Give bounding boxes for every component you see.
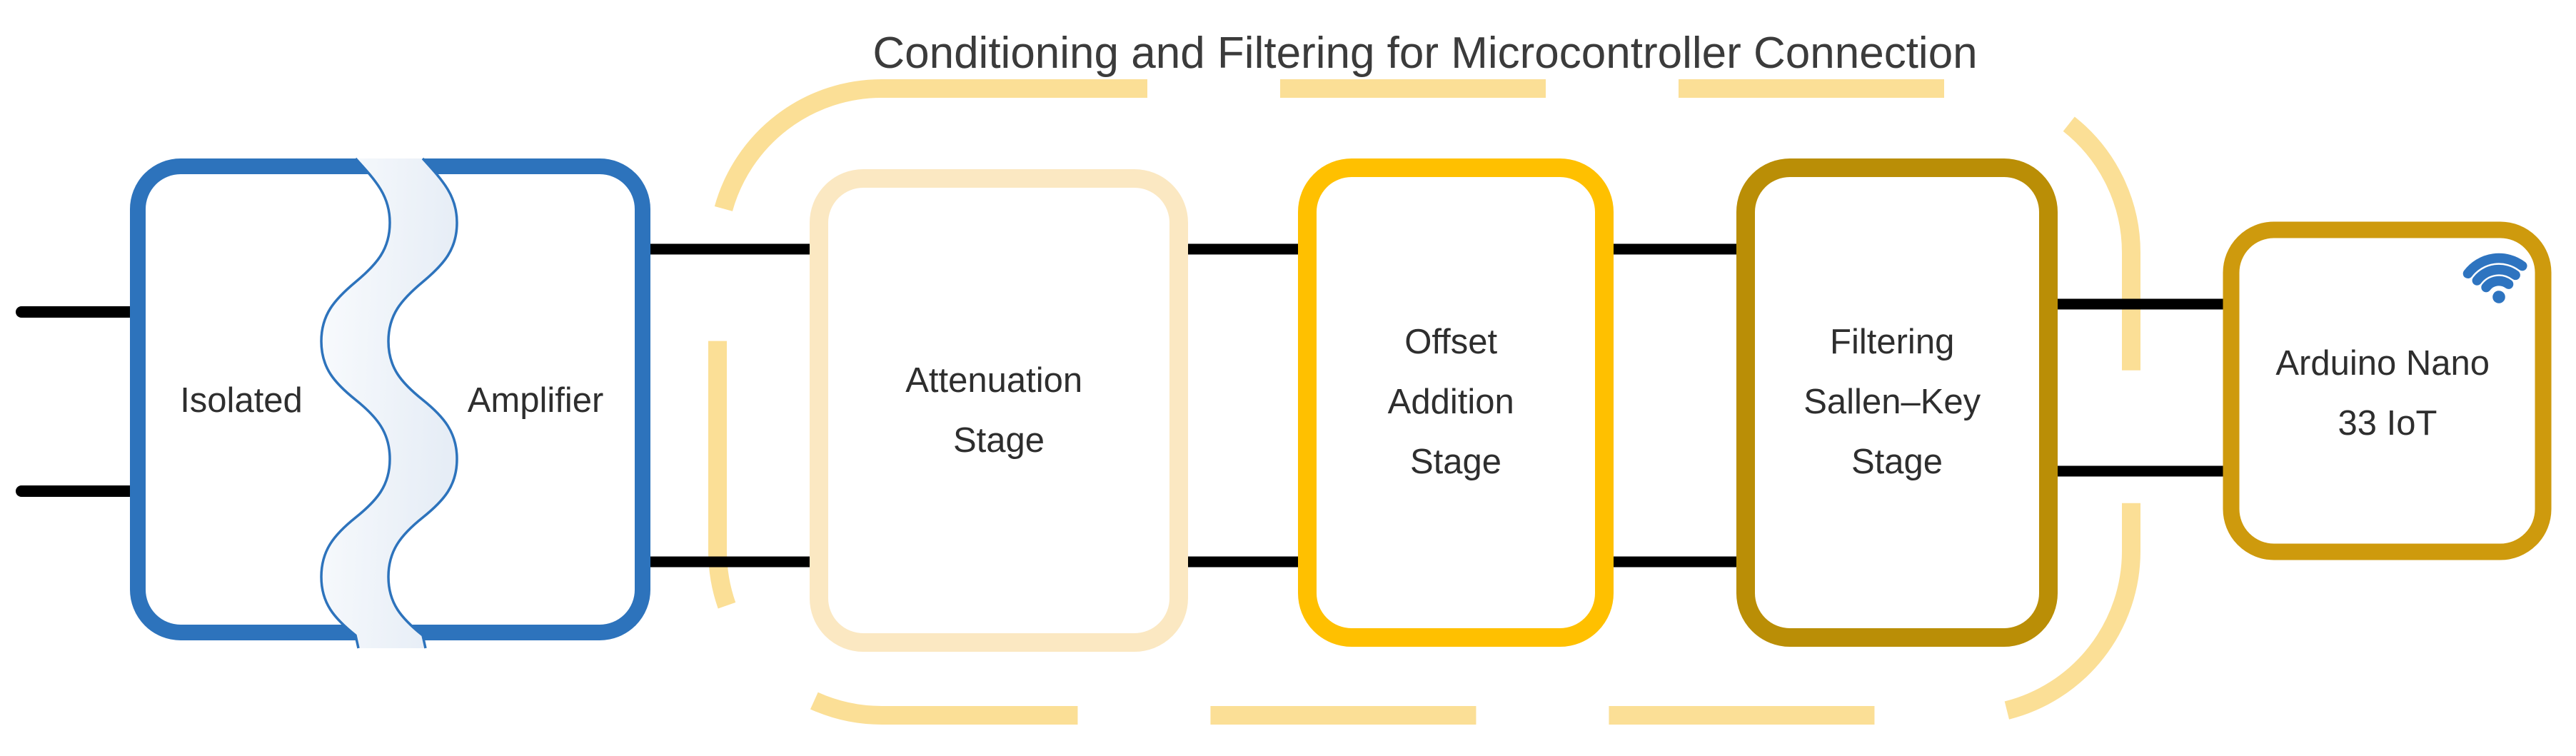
stage-box-filtering-sallen-key: [1736, 158, 2058, 647]
stage-label-line: Attenuation: [905, 361, 1082, 400]
stage-label-line: Stage: [1851, 443, 1943, 481]
stage-label-isolated: Isolated: [180, 381, 303, 420]
stage-label-arduino: Arduino Nano 33 IoT: [2275, 344, 2499, 443]
isolation-band-left-edge: [320, 157, 391, 649]
stage-label-line: Sallen–Key: [1803, 383, 1981, 421]
wifi-arc-medium: [2472, 264, 2520, 286]
wifi-icon: [2462, 253, 2527, 303]
isolation-band-right-edge: [387, 157, 458, 649]
stage-label-line: Stage: [1410, 443, 1501, 481]
stage-label-line: 33 IoT: [2338, 404, 2437, 443]
stage-label-line: Offset: [1404, 323, 1497, 361]
diagram-title: Conditioning and Filtering for Microcont…: [872, 29, 1977, 78]
stage-label-offset-addition: Offset Addition Stage: [1388, 323, 1524, 481]
stage-label-amplifier: Amplifier: [468, 381, 604, 420]
conditioning-bracket-dashed-outline: [708, 79, 2140, 725]
stage-label-line: Arduino Nano: [2275, 344, 2490, 383]
stage-label-line: Addition: [1388, 383, 1514, 421]
wifi-arc-small: [2481, 276, 2514, 293]
stage-label-line: Stage: [953, 421, 1045, 460]
wifi-dot: [2492, 291, 2505, 303]
stage-label-attenuation: Attenuation Stage: [905, 361, 1092, 460]
stage-box-offset-addition: [1298, 158, 1614, 647]
stage-box-arduino-nano-33-iot: [2223, 221, 2552, 560]
stage-label-line: Filtering: [1830, 323, 1954, 361]
stage-box-attenuation: [810, 169, 1188, 652]
stage-label-filtering-sallen-key: Filtering Sallen–Key Stage: [1803, 323, 1991, 481]
wifi-arc-large: [2462, 253, 2527, 279]
isolation-barrier-wavy-band: [320, 157, 458, 649]
